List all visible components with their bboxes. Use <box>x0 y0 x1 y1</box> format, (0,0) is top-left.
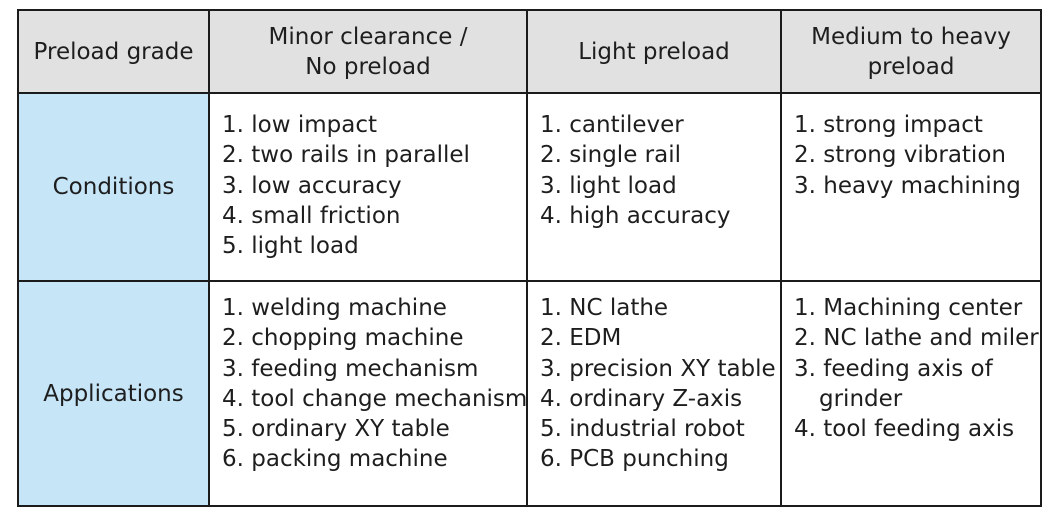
header-row: Preload grade Minor clearance / No prelo… <box>17 9 1042 94</box>
row-label-applications-text: Applications <box>43 380 184 407</box>
applications-light-cell: 1. NC lathe 2. EDM 3. precision XY table… <box>526 280 782 507</box>
list-item: 2. two rails in parallel <box>222 142 470 169</box>
list-item: 5. light load <box>222 233 359 260</box>
list-item: 3. light load <box>540 172 677 199</box>
list-item: 1. low impact <box>222 112 377 138</box>
list-item: 3. feeding mechanism <box>222 355 479 382</box>
header-heavy-line-1: Medium to heavy <box>811 23 1011 50</box>
row-label-conditions-text: Conditions <box>52 174 175 200</box>
applications-heavy-cell: 1. Machining center 2. NC lathe and mile… <box>780 280 1042 507</box>
list-item: 6. packing machine <box>222 446 448 473</box>
conditions-light-cell: 1. cantilever 2. single rail 3. light lo… <box>526 92 782 282</box>
list-item: 2. EDM <box>540 325 622 352</box>
list-item: 1. NC lathe <box>540 295 669 321</box>
list-item: 3. low accuracy <box>222 172 402 199</box>
header-preload-grade-text: Preload grade <box>33 38 194 65</box>
preload-grade-table: Preload grade Minor clearance / No prelo… <box>17 9 1042 507</box>
header-minor-clearance: Minor clearance / No preload <box>208 9 528 94</box>
list-item: 3. feeding axis of <box>794 355 993 382</box>
list-item: 6. PCB punching <box>540 446 729 473</box>
header-preload-grade: Preload grade <box>17 9 210 94</box>
header-light-preload: Light preload <box>526 9 782 94</box>
row-label-conditions: Conditions <box>17 92 210 282</box>
header-medium-heavy: Medium to heavy preload <box>780 9 1042 94</box>
list-item: 2. NC lathe and miler <box>794 325 1039 352</box>
list-item: 1. cantilever <box>540 112 684 138</box>
list-item: 2. chopping machine <box>222 325 464 352</box>
header-minor-line-1: Minor clearance / <box>268 23 468 50</box>
row-label-applications: Applications <box>17 280 210 507</box>
header-minor-line-2: No preload <box>305 53 431 80</box>
list-item: 1. welding machine <box>222 295 447 321</box>
conditions-heavy-cell: 1. strong impact 2. strong vibration 3. … <box>780 92 1042 282</box>
applications-minor-cell: 1. welding machine 2. chopping machine 3… <box>208 280 528 507</box>
list-item: 4. ordinary Z-axis <box>540 385 743 412</box>
applications-row: Applications 1. welding machine 2. chopp… <box>17 280 1042 507</box>
list-item: 4. tool change mechanism <box>222 385 528 412</box>
conditions-minor-cell: 1. low impact 2. two rails in parallel 3… <box>208 92 528 282</box>
conditions-row: Conditions 1. low impact 2. two rails in… <box>17 92 1042 282</box>
header-light-text: Light preload <box>578 38 730 65</box>
list-item: 3. heavy machining <box>794 172 1021 199</box>
list-item-continuation: grinder <box>819 385 903 412</box>
list-item: 4. tool feeding axis <box>794 416 1015 443</box>
list-item: 5. ordinary XY table <box>222 416 450 443</box>
list-item: 2. single rail <box>540 142 681 169</box>
list-item: 1. strong impact <box>794 112 983 138</box>
list-item: 4. small friction <box>222 202 401 229</box>
header-heavy-line-2: preload <box>867 53 955 80</box>
list-item: 3. precision XY table <box>540 355 776 382</box>
list-item: 1. Machining center <box>794 295 1023 321</box>
list-item: 5. industrial robot <box>540 416 745 443</box>
list-item: 2. strong vibration <box>794 142 1006 169</box>
list-item: 4. high accuracy <box>540 202 731 229</box>
